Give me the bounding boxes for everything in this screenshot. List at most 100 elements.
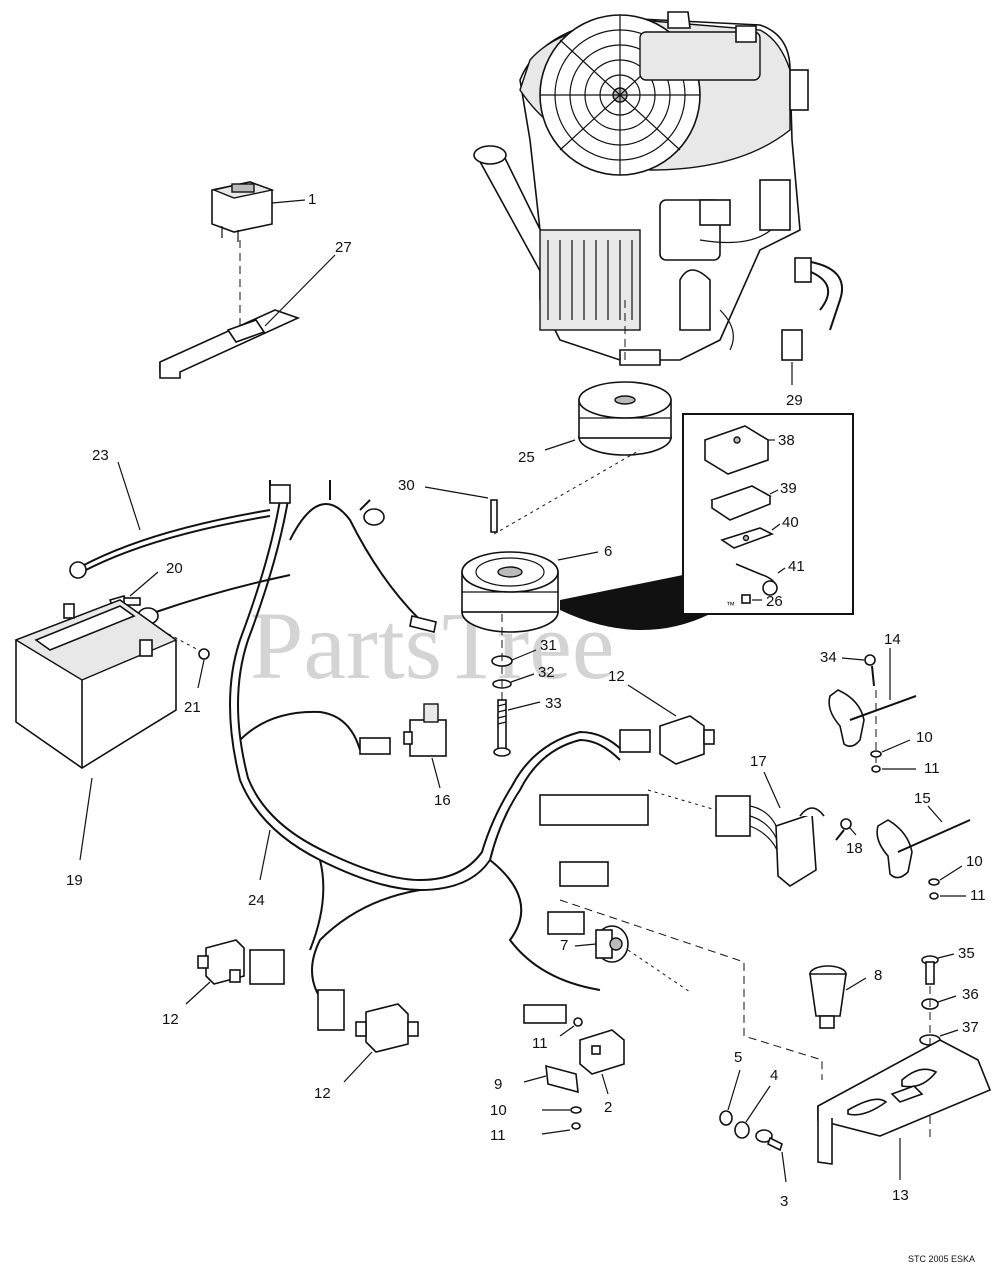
leader-8 (845, 977, 867, 991)
leader-31 (511, 649, 537, 661)
leader-20 (129, 571, 159, 597)
part-4-washer (734, 1121, 750, 1139)
part-40-plate (720, 527, 775, 549)
callout-12a: 12 (608, 668, 625, 685)
harness-connector-multi (559, 861, 609, 887)
watermark: PartsTree (250, 592, 614, 699)
footer-code: STC 2005 ESKA (908, 1254, 975, 1264)
part-23-cable (69, 509, 271, 579)
callout-13: 13 (892, 1187, 909, 1204)
engine (473, 11, 809, 366)
callout-30: 30 (398, 477, 415, 494)
callout-18: 18 (846, 840, 863, 857)
leader-1 (271, 199, 306, 204)
callout-11b: 11 (970, 887, 986, 904)
leader-34 (841, 657, 865, 661)
part-30-pin (490, 499, 498, 533)
guide-30 (493, 449, 641, 535)
leader-33 (507, 701, 541, 711)
callout-27: 27 (335, 239, 352, 256)
leader-12a (627, 684, 677, 717)
callout-40: 40 (782, 514, 799, 531)
part-38-cover (704, 425, 769, 475)
part-34-screw (864, 654, 876, 687)
part-27-bracket (159, 309, 301, 379)
leader-27 (264, 254, 336, 327)
part-11b-clip (929, 892, 939, 900)
callout-2: 2 (604, 1099, 612, 1116)
part-17-module (715, 795, 825, 887)
callout-4: 4 (770, 1067, 778, 1084)
part-8-lamp (809, 965, 847, 1029)
callout-25: 25 (518, 449, 535, 466)
leader-19 (79, 777, 93, 861)
part-11c-clip (573, 1017, 583, 1027)
leader-32 (510, 673, 535, 683)
part-21-nut (198, 648, 210, 660)
ground-cable (155, 574, 291, 613)
leader-36 (937, 995, 957, 1003)
part-14-lever (828, 689, 917, 748)
leader-30 (424, 486, 489, 499)
callout-23: 23 (92, 447, 109, 464)
callout-21: 21 (184, 699, 201, 716)
callout-37: 37 (962, 1019, 979, 1036)
part-41-bracket (735, 563, 778, 596)
leader-18 (849, 827, 857, 836)
part-11d-clip (571, 1122, 581, 1130)
harness-connector-12b (249, 949, 285, 985)
leader-9 (523, 1075, 547, 1083)
callout-3: 3 (780, 1193, 788, 1210)
harness-connector-12c (317, 989, 345, 1031)
leader-41 (777, 567, 786, 574)
leader-25 (544, 439, 576, 451)
part-18-screw (835, 818, 852, 841)
part-11a-clip (871, 765, 881, 773)
callout-36: 36 (962, 986, 979, 1003)
callout-11a: 11 (924, 760, 940, 777)
harness-connector-9 (523, 1004, 567, 1024)
inset-box (682, 413, 854, 615)
watermark-trademark: ™ (726, 600, 735, 610)
leader-10b (939, 865, 963, 881)
part-13-bracket (817, 1039, 992, 1165)
leader-23 (117, 461, 141, 531)
leader-5 (727, 1069, 741, 1111)
harness-connector-17 (539, 794, 649, 826)
callout-1: 1 (308, 191, 316, 208)
callout-14: 14 (884, 631, 901, 648)
part-10b-washer (928, 878, 940, 886)
part-1-switch (211, 181, 275, 242)
guide-7 (627, 949, 691, 993)
callout-11c: 11 (532, 1035, 548, 1052)
callout-9: 9 (494, 1076, 502, 1093)
part-3-key (755, 1129, 783, 1152)
inset-pointer (560, 575, 710, 631)
part-33-bolt (493, 699, 511, 757)
harness-connector-12a (619, 729, 651, 753)
callout-6: 6 (604, 543, 612, 560)
callout-5: 5 (734, 1049, 742, 1066)
leader-2 (601, 1073, 609, 1095)
leader-12c (343, 1051, 373, 1083)
leader-39 (769, 489, 779, 495)
leader-21 (197, 659, 205, 689)
callout-33: 33 (545, 695, 562, 712)
callout-19: 19 (66, 872, 83, 889)
callout-17: 17 (750, 753, 767, 770)
part-12-switch-upper (659, 715, 715, 765)
part-19-battery (14, 599, 178, 769)
leader-6 (557, 551, 599, 561)
callout-11d: 11 (490, 1127, 506, 1144)
leader-12b (185, 981, 211, 1005)
leader-24 (259, 829, 271, 881)
part-25-pulley (578, 381, 672, 456)
leader-40 (771, 523, 781, 531)
callout-24: 24 (248, 892, 265, 909)
part-5-nut (719, 1110, 733, 1126)
part-16-switch (403, 703, 447, 757)
leader-16 (431, 757, 441, 789)
leader-11c (559, 1025, 575, 1037)
callout-12b: 12 (162, 1011, 179, 1028)
